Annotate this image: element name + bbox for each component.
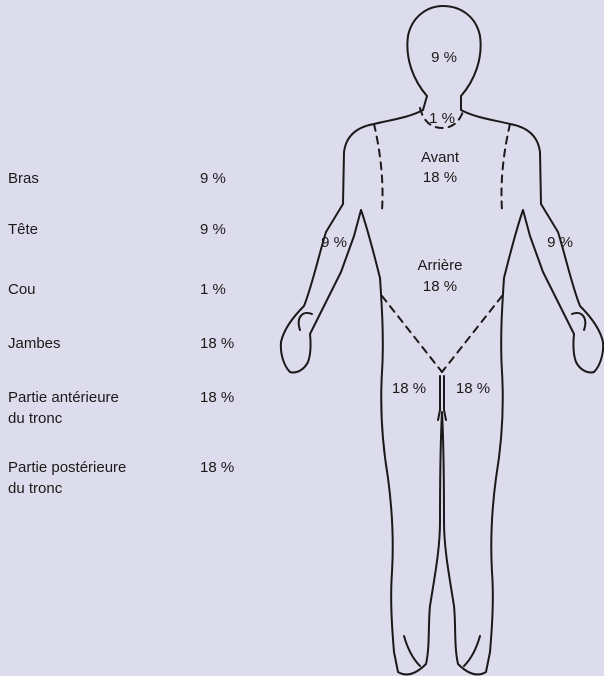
row-value-head: 9 %	[200, 219, 260, 240]
left-hand-detail	[299, 313, 312, 330]
back-trunk-label: Arrière	[417, 257, 462, 274]
row-value-neck: 1 %	[200, 279, 260, 300]
left-arm-percent: 9 %	[321, 234, 347, 251]
front-trunk-label: Avant	[421, 149, 460, 166]
row-value-arms: 9 %	[200, 168, 260, 189]
body-diagram: 9 % 1 % Avant 18 % Arrière 18 % 9 % 9 % …	[270, 0, 604, 676]
right-hand-detail	[572, 313, 585, 330]
groin-right-dash	[442, 296, 502, 372]
burn-percentage-table: Bras 9 % Tête 9 % Cou 1 % Jambes 18 % Pa…	[0, 0, 270, 676]
left-leg-percent: 18 %	[392, 380, 426, 397]
row-label-arms: Bras	[8, 168, 178, 189]
back-trunk-percent: 18 %	[423, 278, 457, 295]
leg-divide-right	[444, 376, 446, 420]
row-label-front-trunk: Partie antérieure du tronc	[8, 387, 178, 429]
groin-left-dash	[382, 296, 442, 372]
body-outline-svg: 9 % 1 % Avant 18 % Arrière 18 % 9 % 9 % …	[270, 0, 604, 676]
left-ankle	[404, 636, 420, 666]
leg-divide-left	[438, 376, 440, 420]
right-shoulder-dash	[501, 124, 510, 210]
neck-percent: 1 %	[429, 110, 455, 127]
right-leg-percent: 18 %	[456, 380, 490, 397]
left-shoulder-dash	[374, 124, 383, 210]
row-label-legs: Jambes	[8, 333, 178, 354]
right-ankle	[464, 636, 480, 666]
front-trunk-percent: 18 %	[423, 169, 457, 186]
row-label-head: Tête	[8, 219, 178, 240]
row-value-front-trunk: 18 %	[200, 387, 260, 408]
row-value-legs: 18 %	[200, 333, 260, 354]
row-value-back-trunk: 18 %	[200, 457, 260, 478]
head-outline	[281, 6, 603, 674]
row-label-neck: Cou	[8, 279, 178, 300]
row-label-back-trunk: Partie postérieure du tronc	[8, 457, 178, 499]
head-percent: 9 %	[431, 49, 457, 66]
right-arm-percent: 9 %	[547, 234, 573, 251]
